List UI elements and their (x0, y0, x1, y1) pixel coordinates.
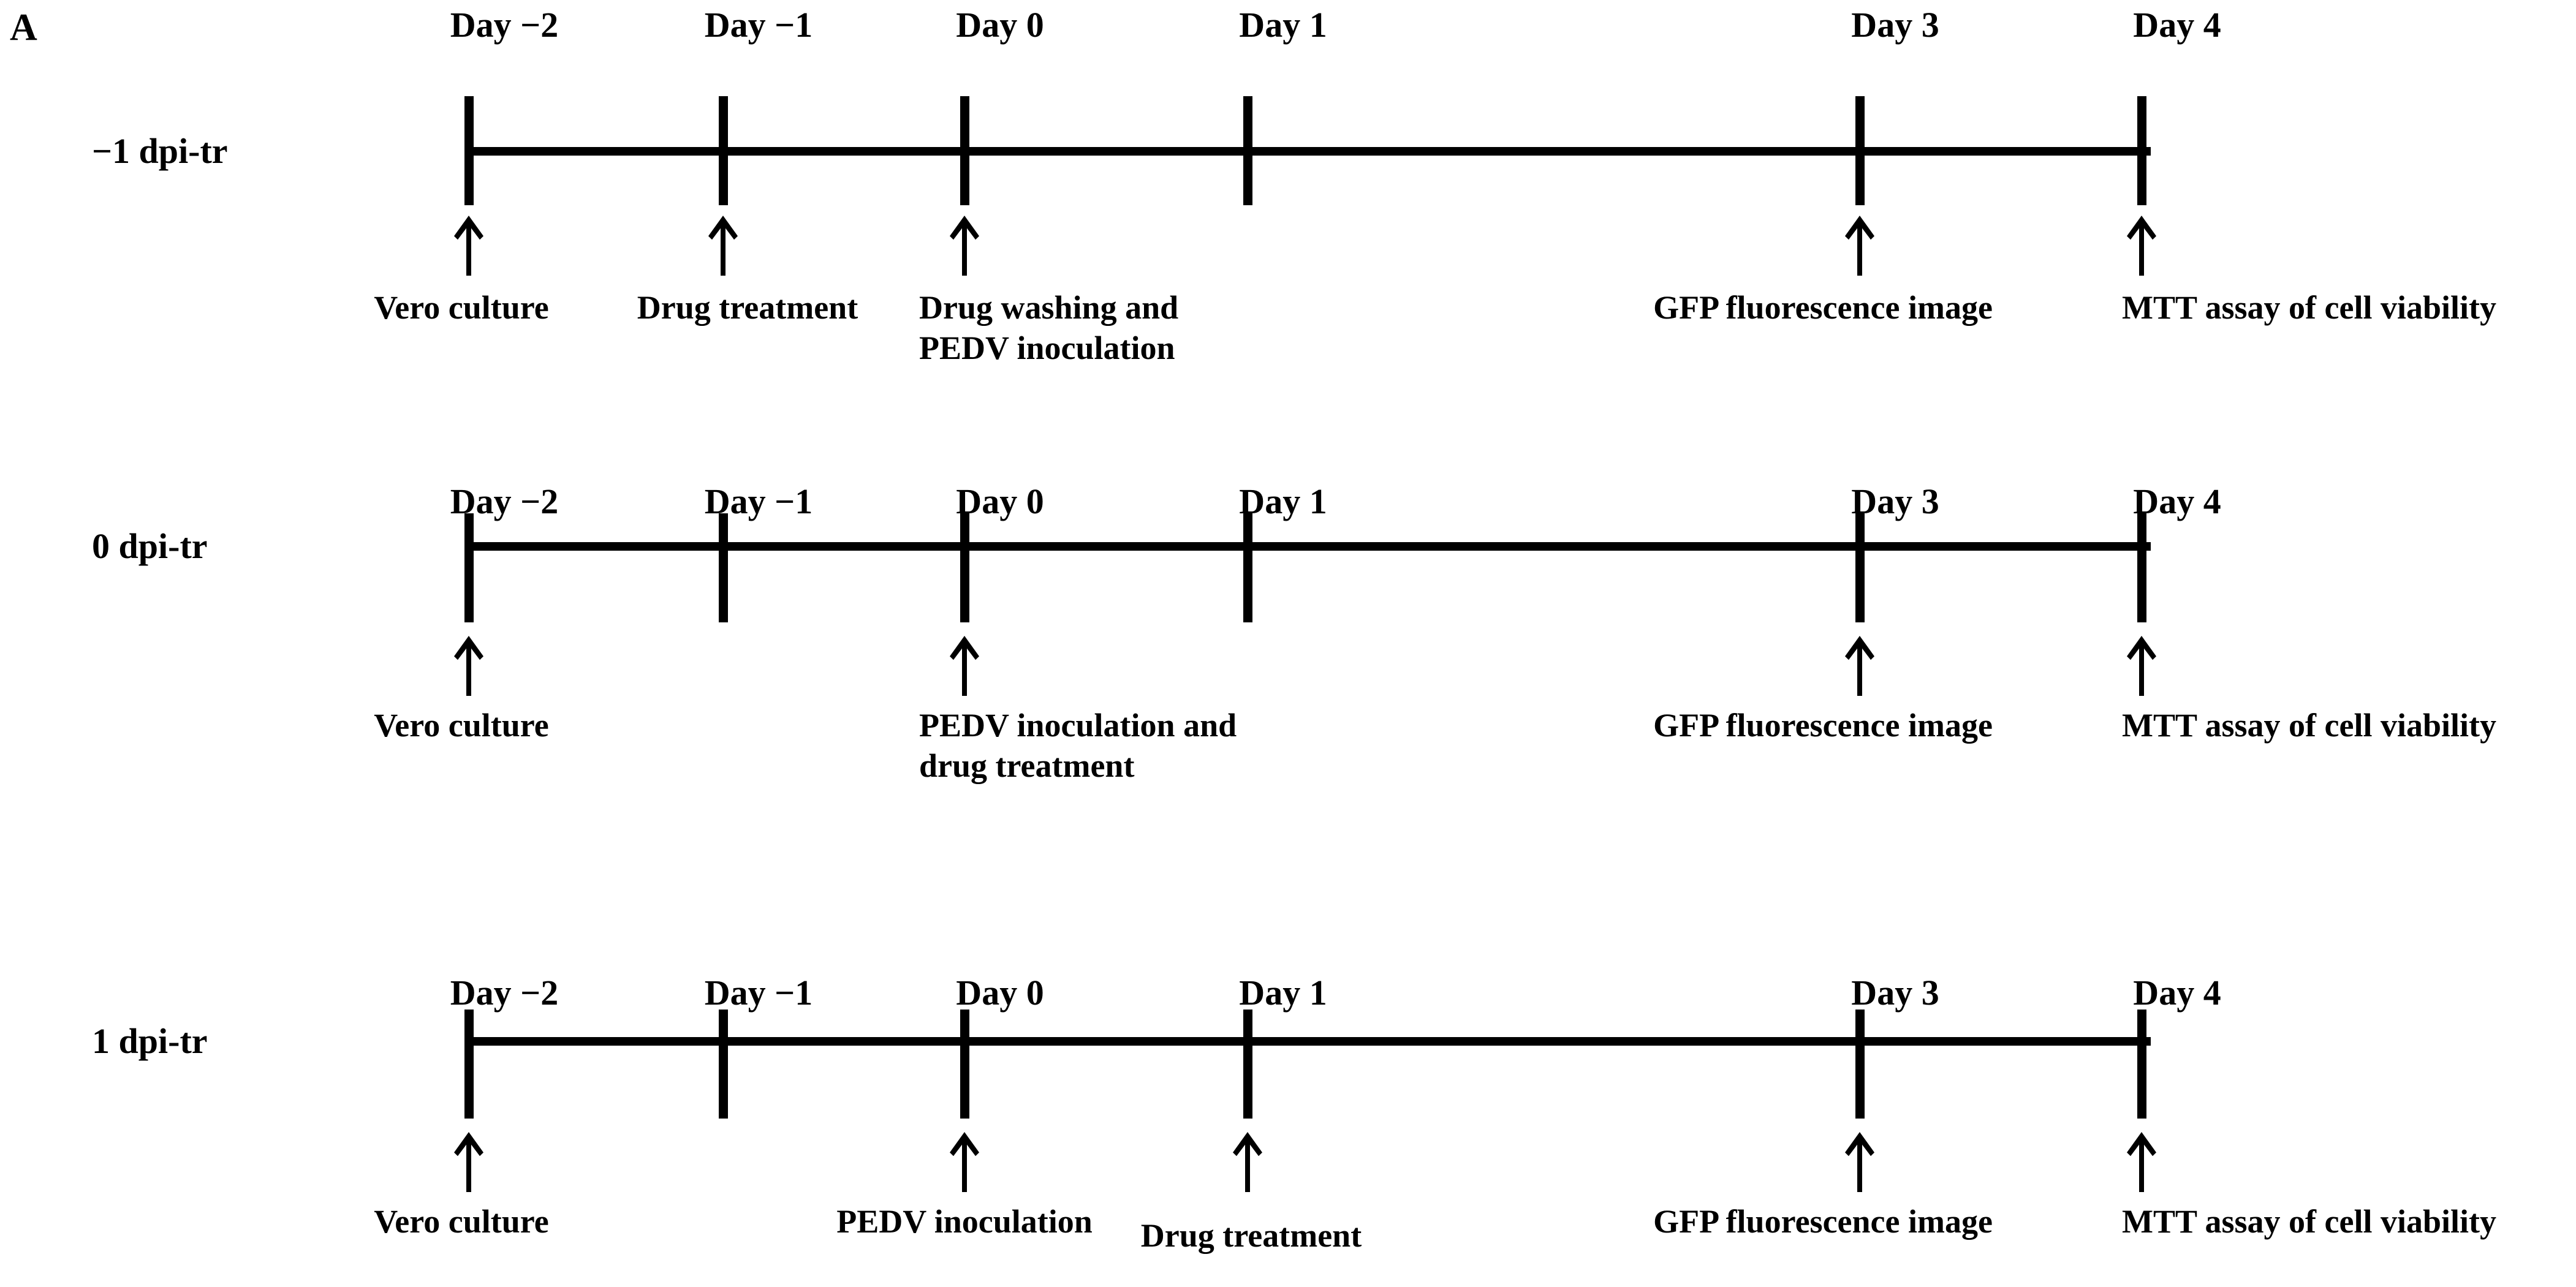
timeline-tick (719, 96, 728, 205)
timeline-tick (719, 513, 728, 622)
timeline-tick (464, 96, 474, 205)
event-arrow-icon (947, 636, 982, 696)
event-label: PEDV inoculation (836, 1203, 1093, 1240)
event-label: MTT assay of cell viability (2122, 1203, 2497, 1240)
event-arrow-icon (2124, 1132, 2159, 1192)
day-label: Day −2 (450, 481, 559, 521)
event-arrow-icon (452, 636, 486, 696)
timeline-row-label: 1 dpi-tr (92, 1021, 208, 1061)
event-arrow-icon (1230, 1132, 1265, 1192)
day-label: Day 1 (1239, 481, 1327, 521)
day-label: Day −1 (704, 5, 813, 45)
event-arrow-icon (452, 216, 486, 276)
timeline-tick (1243, 96, 1252, 205)
event-arrow-icon (452, 1132, 486, 1192)
timeline-tick (960, 1010, 969, 1119)
event-label: Drug treatment (637, 289, 858, 326)
day-label: Day 0 (956, 973, 1044, 1013)
day-label: Day −2 (450, 5, 559, 45)
event-label: Vero culture (374, 707, 549, 744)
timeline-tick (2137, 96, 2146, 205)
event-label: Vero culture (374, 1203, 549, 1240)
event-arrow-icon (2124, 636, 2159, 696)
timeline-tick (1855, 96, 1865, 205)
event-label: Drug treatment (1140, 1217, 1362, 1254)
timeline-tick (960, 513, 969, 622)
day-label: Day 4 (2133, 481, 2221, 521)
day-label: Day 4 (2133, 5, 2221, 45)
day-label: Day 0 (956, 481, 1044, 521)
event-label: Vero culture (374, 289, 549, 326)
day-label: Day 0 (956, 5, 1044, 45)
timeline-row-label: −1 dpi-tr (92, 131, 228, 171)
timeline-tick (719, 1010, 728, 1119)
day-label: Day −1 (704, 481, 813, 521)
timeline-axis-line (469, 147, 2151, 156)
day-label: Day 3 (1851, 973, 1939, 1013)
event-arrow-icon (947, 1132, 982, 1192)
day-label: Day 1 (1239, 973, 1327, 1013)
day-label: Day 3 (1851, 481, 1939, 521)
timeline-tick (1243, 513, 1252, 622)
event-arrow-icon (1843, 636, 1877, 696)
day-label: Day −2 (450, 973, 559, 1013)
day-label: Day 4 (2133, 973, 2221, 1013)
event-arrow-icon (1843, 216, 1877, 276)
event-label: PEDV inoculation and drug treatment (919, 707, 1237, 784)
timeline-tick (2137, 1010, 2146, 1119)
timeline-row-label: 0 dpi-tr (92, 526, 208, 566)
panel-label: A (10, 7, 37, 48)
event-arrow-icon (1843, 1132, 1877, 1192)
day-label: Day 3 (1851, 5, 1939, 45)
timeline-tick (2137, 513, 2146, 622)
event-arrow-icon (706, 216, 740, 276)
timeline-tick (464, 1010, 474, 1119)
timeline-tick (1243, 1010, 1252, 1119)
timeline-tick (1855, 513, 1865, 622)
event-label: GFP fluorescence image (1653, 1203, 1993, 1240)
event-label: Drug washing and PEDV inoculation (919, 289, 1179, 366)
timeline-axis-line (469, 542, 2151, 551)
event-arrow-icon (947, 216, 982, 276)
day-label: Day 1 (1239, 5, 1327, 45)
event-label: GFP fluorescence image (1653, 289, 1993, 326)
event-label: MTT assay of cell viability (2122, 289, 2497, 326)
timeline-tick (464, 513, 474, 622)
day-label: Day −1 (704, 973, 813, 1013)
event-label: GFP fluorescence image (1653, 707, 1993, 744)
event-arrow-icon (2124, 216, 2159, 276)
timeline-tick (1855, 1010, 1865, 1119)
timeline-tick (960, 96, 969, 205)
event-label: MTT assay of cell viability (2122, 707, 2497, 744)
timeline-axis-line (469, 1037, 2151, 1046)
